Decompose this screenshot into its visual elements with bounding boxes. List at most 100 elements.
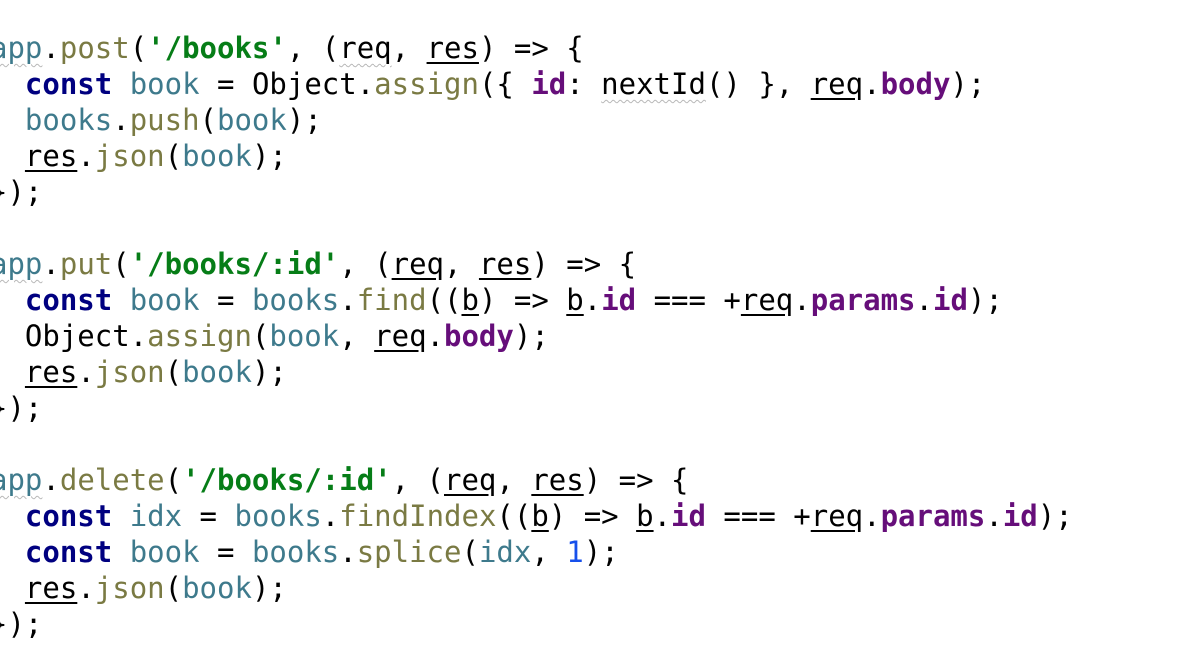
code-token: === + bbox=[705, 499, 811, 533]
code-token: assign bbox=[374, 67, 479, 101]
code-token: book bbox=[129, 67, 200, 101]
code-token: . bbox=[321, 499, 340, 533]
code-token: . bbox=[42, 247, 60, 281]
code-token: json bbox=[94, 571, 165, 605]
code-token: . bbox=[112, 103, 130, 137]
code-token bbox=[112, 283, 129, 317]
code-token: const bbox=[24, 67, 113, 101]
code-token: , ( bbox=[286, 31, 340, 65]
code-token: ( bbox=[164, 571, 183, 605]
code-token: findIndex bbox=[339, 499, 497, 533]
code-token: res bbox=[24, 571, 78, 605]
code-token: const bbox=[24, 535, 113, 569]
code-token: req bbox=[740, 283, 794, 317]
code-token: id bbox=[932, 283, 968, 317]
code-line[interactable]: res.json(book); bbox=[0, 570, 1182, 606]
code-token: . bbox=[793, 283, 811, 317]
code-token: . bbox=[42, 31, 60, 65]
code-token bbox=[112, 535, 129, 569]
code-token bbox=[112, 499, 129, 533]
code-token: , ( bbox=[339, 247, 392, 281]
code-token: 1 bbox=[566, 535, 584, 569]
code-line[interactable]: const book = books.splice(idx, 1); bbox=[0, 534, 1182, 570]
code-token: = bbox=[199, 535, 252, 569]
code-line[interactable] bbox=[0, 426, 1182, 462]
code-token: const bbox=[24, 499, 113, 533]
code-token bbox=[0, 103, 25, 137]
code-token: '/books' bbox=[147, 31, 287, 65]
code-line[interactable]: app.put('/books/:id', (req, res) => { bbox=[0, 246, 1182, 282]
code-token bbox=[112, 67, 129, 101]
code-line[interactable]: }); bbox=[0, 174, 1182, 210]
code-token: ); bbox=[967, 283, 1003, 317]
code-token: = bbox=[199, 67, 252, 101]
code-token: idx bbox=[129, 499, 183, 533]
code-token: ); bbox=[286, 103, 322, 137]
code-token: }); bbox=[0, 175, 43, 209]
code-line[interactable]: Object.assign(book, req.body); bbox=[0, 318, 1182, 354]
code-token: . bbox=[356, 67, 375, 101]
code-token: ( bbox=[164, 355, 183, 389]
code-token: . bbox=[339, 535, 357, 569]
code-line[interactable]: res.json(book); bbox=[0, 354, 1182, 390]
code-token: app bbox=[0, 247, 43, 281]
code-line[interactable]: res.json(book); bbox=[0, 138, 1182, 174]
code-token: ) => bbox=[548, 499, 637, 533]
code-token: . bbox=[42, 463, 60, 497]
code-line[interactable] bbox=[0, 210, 1182, 246]
code-line[interactable]: }); bbox=[0, 390, 1182, 426]
code-token: idx bbox=[478, 535, 532, 569]
code-token: delete bbox=[59, 463, 165, 497]
code-token: ) => { bbox=[583, 463, 689, 497]
code-token: b bbox=[461, 283, 479, 317]
code-token: Object bbox=[251, 67, 357, 101]
code-token: . bbox=[129, 319, 148, 353]
code-token: , bbox=[496, 463, 532, 497]
code-token: book bbox=[182, 571, 252, 605]
code-token: book bbox=[182, 355, 252, 389]
code-token: ( bbox=[461, 535, 479, 569]
code-line[interactable]: books.push(book); bbox=[0, 102, 1182, 138]
code-token: req bbox=[339, 31, 392, 65]
code-token: ); bbox=[1037, 499, 1073, 533]
code-token: splice bbox=[356, 535, 462, 569]
code-token: = bbox=[199, 283, 252, 317]
code-token: books bbox=[234, 499, 322, 533]
code-token: res bbox=[24, 139, 78, 173]
code-token: req bbox=[391, 247, 445, 281]
code-token bbox=[0, 283, 25, 317]
code-token: put bbox=[59, 247, 113, 281]
code-token: , bbox=[531, 535, 567, 569]
code-line[interactable]: const idx = books.findIndex((b) => b.id … bbox=[0, 498, 1182, 534]
code-token: ) => { bbox=[478, 31, 584, 65]
code-token: ( bbox=[164, 139, 183, 173]
code-token: }); bbox=[0, 607, 43, 641]
code-line[interactable]: app.post('/books', (req, res) => { bbox=[0, 30, 1182, 66]
code-token bbox=[0, 139, 25, 173]
code-token: book bbox=[182, 139, 252, 173]
code-token: (( bbox=[496, 499, 532, 533]
code-token: json bbox=[94, 355, 165, 389]
code-token: res bbox=[531, 463, 584, 497]
code-token: res bbox=[426, 31, 479, 65]
code-line[interactable]: const book = Object.assign({ id: nextId(… bbox=[0, 66, 1182, 102]
code-line[interactable]: const book = books.find((b) => b.id === … bbox=[0, 282, 1182, 318]
code-token: id bbox=[671, 499, 706, 533]
code-token: app bbox=[0, 31, 43, 65]
code-token: ); bbox=[251, 139, 287, 173]
code-token: req bbox=[374, 319, 427, 353]
code-token: . bbox=[915, 283, 933, 317]
code-line[interactable]: }); bbox=[0, 606, 1182, 642]
code-token: b bbox=[636, 499, 654, 533]
code-token: , ( bbox=[391, 463, 444, 497]
code-token bbox=[0, 535, 25, 569]
code-token: id bbox=[1002, 499, 1038, 533]
code-token bbox=[0, 571, 25, 605]
code-token: , bbox=[444, 247, 479, 281]
code-token: body bbox=[444, 319, 514, 353]
code-token: '/books/:id' bbox=[129, 247, 340, 281]
code-token: ( bbox=[251, 319, 270, 353]
code-token: id bbox=[531, 67, 567, 101]
code-line[interactable]: app.delete('/books/:id', (req, res) => { bbox=[0, 462, 1182, 498]
